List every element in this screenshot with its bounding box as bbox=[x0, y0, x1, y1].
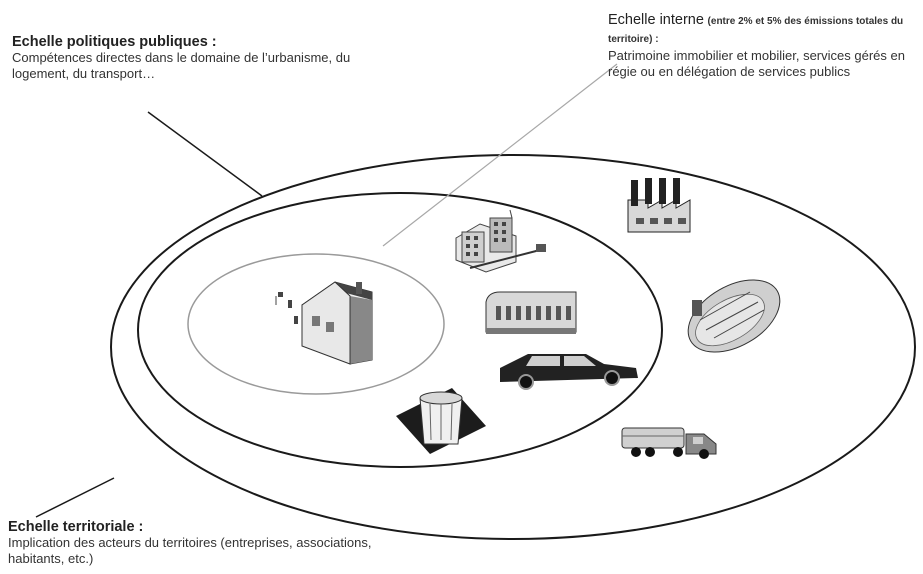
factory-icon bbox=[627, 178, 691, 233]
farm-field-icon bbox=[687, 279, 781, 353]
label-territoriale-description: Implication des acteurs du territoires (… bbox=[8, 535, 372, 566]
leader-line-politiques bbox=[147, 111, 263, 197]
apartment-buildings-icon bbox=[455, 209, 546, 273]
house-icon bbox=[275, 281, 373, 365]
leader-line-territoriale bbox=[35, 477, 115, 518]
inner-ellipse-interne bbox=[187, 253, 445, 395]
label-interne-note: (entre 2% et 5% des émissions totales du… bbox=[608, 16, 904, 45]
car-icon bbox=[500, 354, 638, 390]
label-politiques-title: Echelle politiques publiques : bbox=[12, 34, 217, 50]
truck-icon bbox=[621, 427, 717, 459]
label-territoriale-title: Echelle territoriale : bbox=[8, 519, 144, 535]
trash-bin-icon bbox=[396, 388, 486, 454]
school-building-icon bbox=[485, 291, 577, 334]
label-politiques-description: Compétences directes dans le domaine de … bbox=[12, 50, 351, 81]
label-interne-title: Echelle interne bbox=[608, 12, 704, 28]
label-territoriale: Echelle territoriale : Implication des a… bbox=[8, 519, 388, 567]
leader-line-interne bbox=[382, 63, 618, 247]
label-interne-description: Patrimoine immobilier et mobilier, servi… bbox=[608, 48, 905, 79]
label-politiques-publiques: Echelle politiques publiques : Compétenc… bbox=[12, 34, 372, 82]
outer-ellipse-territoriale bbox=[110, 154, 916, 540]
label-interne: Echelle interne (entre 2% et 5% des émis… bbox=[608, 12, 920, 80]
middle-ellipse-politiques bbox=[137, 192, 663, 468]
